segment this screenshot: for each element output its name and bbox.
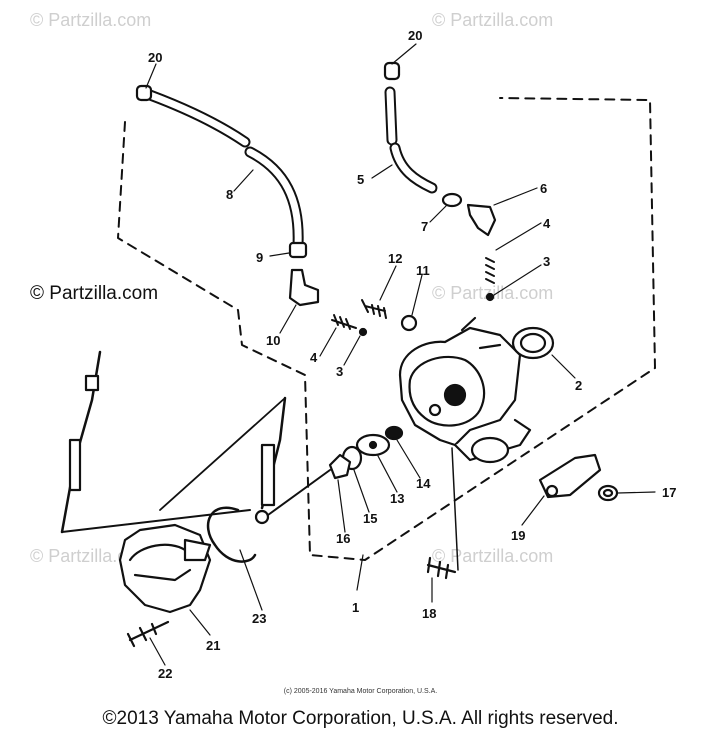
callout-7: 7	[421, 219, 428, 234]
callout-4-left: 4	[310, 350, 318, 365]
pump-cover-21	[118, 523, 212, 614]
hose-clip-left	[135, 84, 153, 102]
watermark-dark: © Partzilla.com	[30, 283, 159, 304]
nut-16	[328, 453, 352, 480]
callout-9: 9	[256, 250, 263, 265]
callout-20-left: 20	[148, 50, 162, 65]
callout-2: 2	[575, 378, 582, 393]
spring-right	[485, 257, 495, 284]
gasket-19	[538, 453, 602, 499]
callout-4-right: 4	[543, 216, 551, 231]
watermark-top-left: © Partzilla.com	[30, 10, 152, 30]
callout-10: 10	[266, 333, 280, 348]
callout-19: 19	[511, 528, 525, 543]
o-ring-17	[597, 484, 619, 502]
assembly-boundary	[117, 97, 656, 561]
hose-clip-right	[383, 61, 401, 81]
spring-left	[331, 314, 357, 330]
bolt-12	[361, 299, 387, 319]
seal-2	[511, 326, 555, 360]
callout-12: 12	[388, 251, 402, 266]
bolt-18	[426, 556, 457, 580]
fitting-9	[288, 241, 308, 259]
copyright-notice: ©2013 Yamaha Motor Corporation, U.S.A. A…	[102, 708, 619, 729]
callout-3-left: 3	[336, 364, 343, 379]
watermark-top-right: © Partzilla.com	[432, 10, 554, 30]
callout-8: 8	[226, 187, 233, 202]
callout-3-right: 3	[543, 254, 550, 269]
ball-left	[358, 327, 368, 337]
fitting-7	[441, 192, 463, 208]
callout-6: 6	[540, 181, 547, 196]
callout-18: 18	[422, 606, 436, 621]
watermark-bottom-right: © Partzilla.com	[432, 546, 554, 566]
callout-21: 21	[206, 638, 220, 653]
callout-13: 13	[390, 491, 404, 506]
callout-5: 5	[357, 172, 364, 187]
callout-11: 11	[416, 263, 430, 278]
callout-14: 14	[416, 476, 431, 491]
bolt-22	[126, 620, 170, 648]
callout-20-right: 20	[408, 28, 422, 43]
washer-14	[384, 425, 404, 441]
fitting-6	[466, 203, 497, 237]
washer-11	[400, 314, 418, 332]
callout-1: 1	[352, 600, 359, 615]
callout-22: 22	[158, 666, 172, 681]
ball-right	[485, 292, 495, 302]
cable-clip	[206, 506, 257, 563]
callout-16: 16	[336, 531, 350, 546]
elbow-fitting-10	[288, 268, 320, 307]
watermark-mid-right: © Partzilla.com	[432, 283, 554, 303]
callout-17: 17	[662, 485, 676, 500]
copyright-small: (c) 2005-2016 Yamaha Motor Corporation, …	[283, 688, 438, 695]
callout-23: 23	[252, 611, 266, 626]
callout-15: 15	[363, 511, 377, 526]
